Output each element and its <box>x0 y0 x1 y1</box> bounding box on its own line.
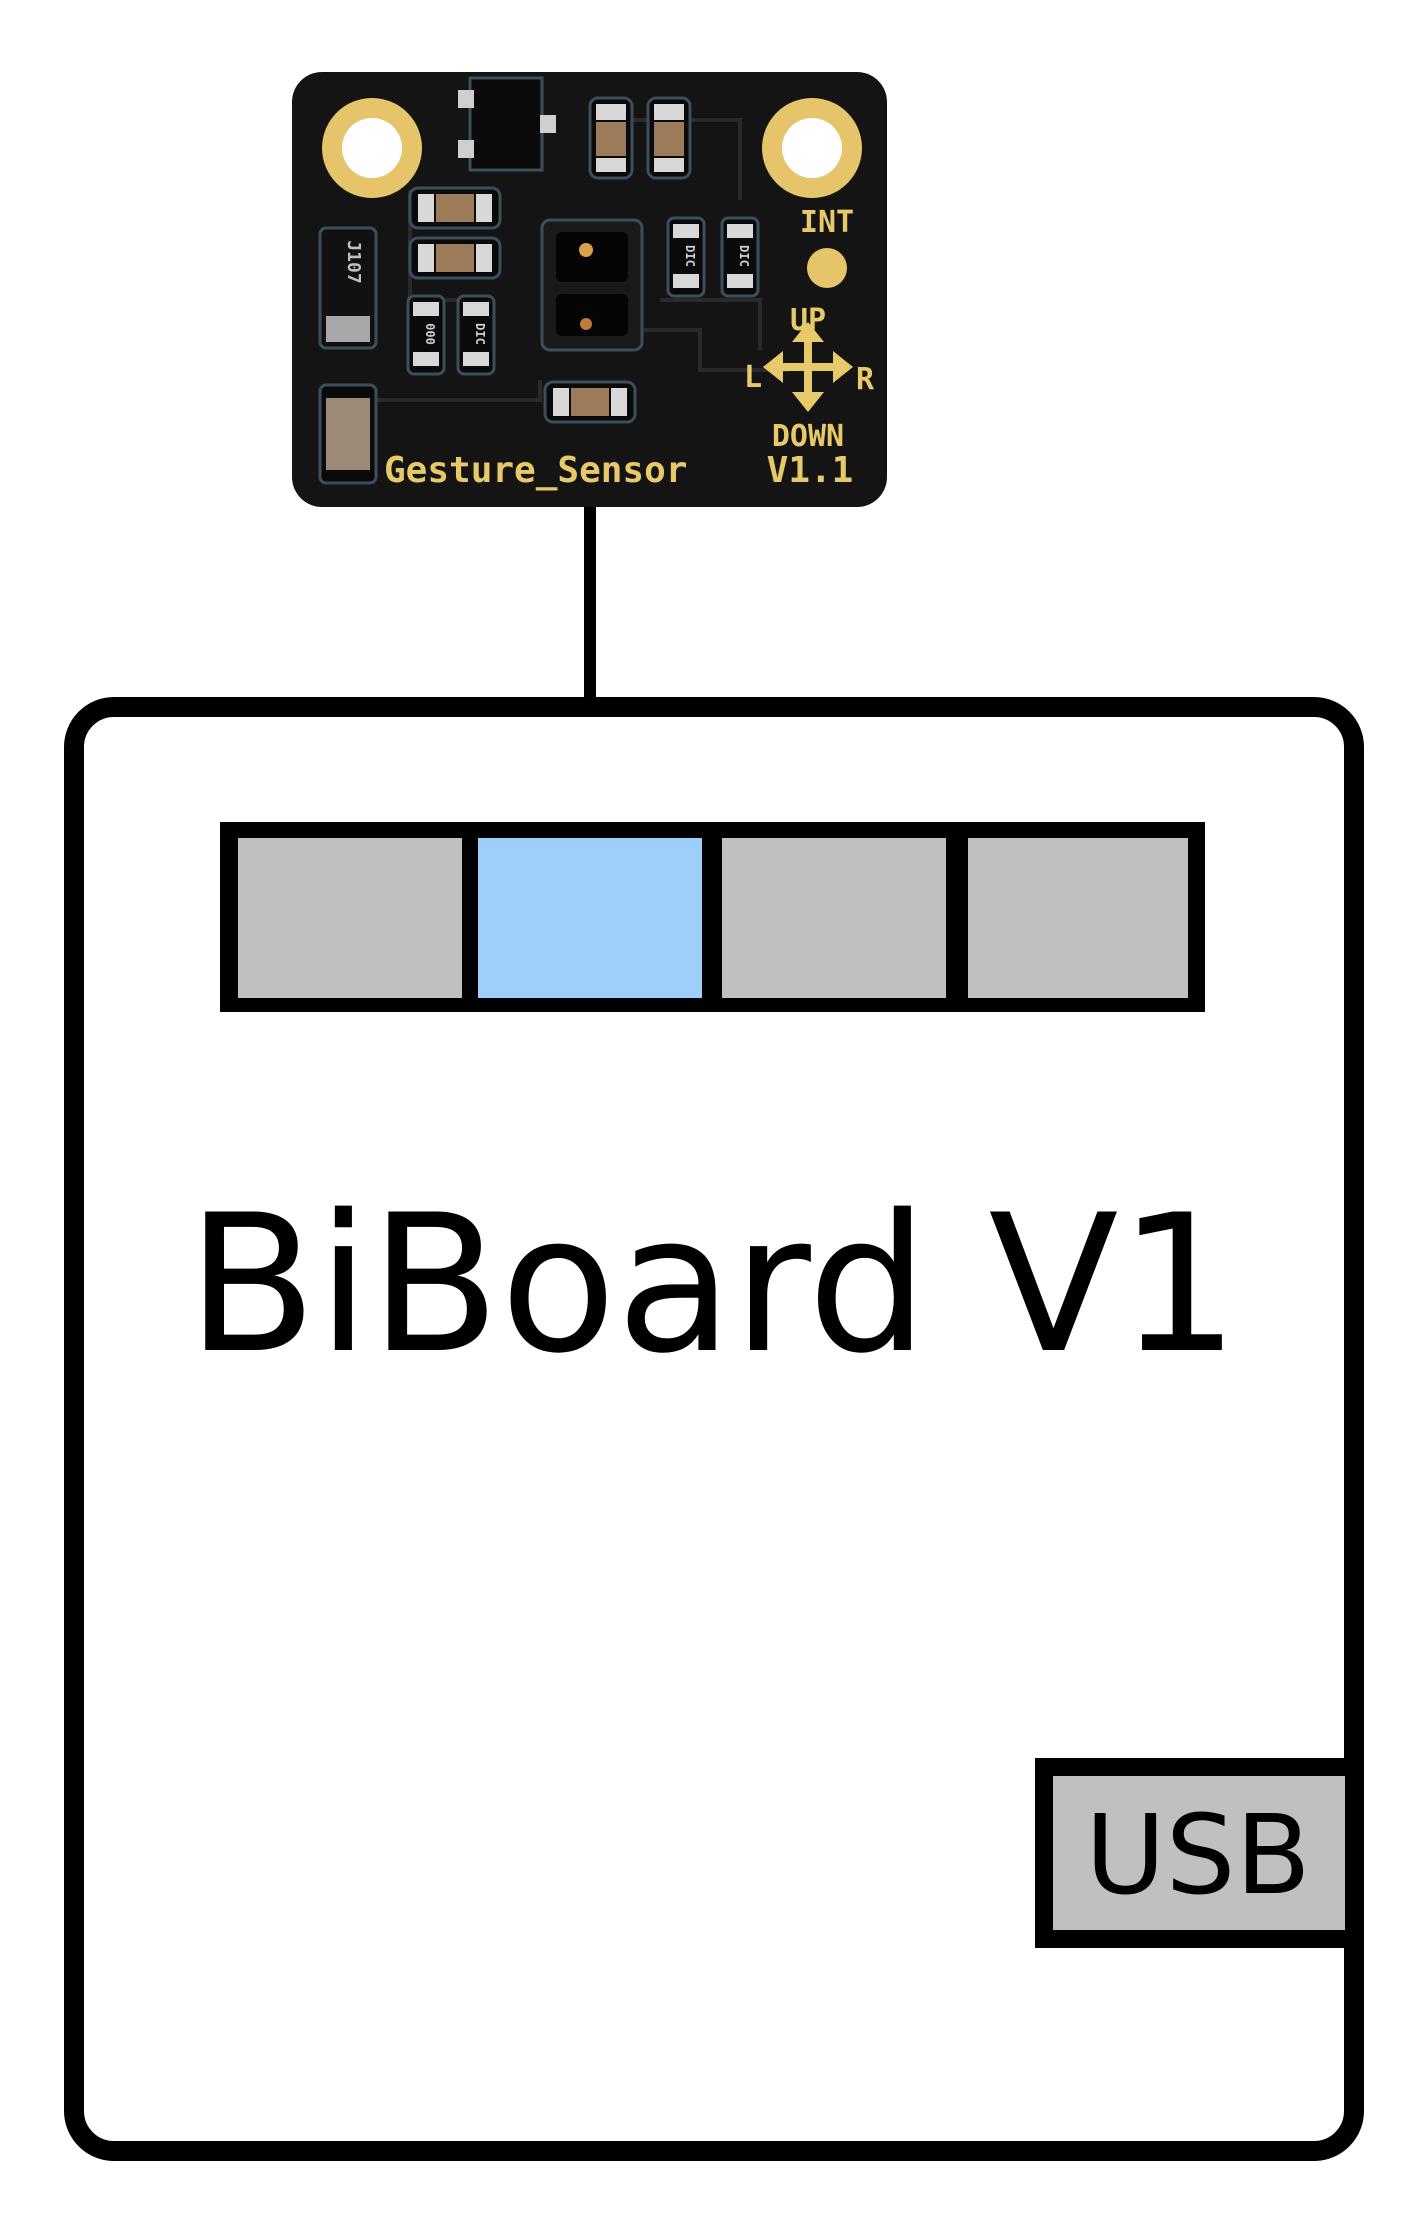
resistor-3-icon: DIC <box>666 216 706 298</box>
usb-label: USB <box>1085 1791 1311 1919</box>
dir-up-label: UP <box>790 303 826 338</box>
inductor-marking: J107 <box>343 240 364 283</box>
capacitor-mid-1-icon <box>408 186 502 230</box>
resistor-1-icon: 000 <box>406 294 446 376</box>
dir-left-label: L <box>744 360 762 395</box>
capacitor-top-1-icon <box>588 96 634 180</box>
port-3[interactable] <box>722 838 946 998</box>
sensor-version-label: V1.1 <box>767 450 854 491</box>
resistor-marking-2: DIC <box>683 245 697 267</box>
sensor-board-label: Gesture_Sensor <box>384 450 687 491</box>
usb-port[interactable]: USB <box>1035 1758 1363 1948</box>
biboard: BiBoard V1 USB <box>64 697 1364 2161</box>
capacitor-large-icon <box>318 383 378 485</box>
board-title: BiBoard V1 <box>187 1174 1240 1395</box>
direction-arrows-icon <box>763 322 853 412</box>
biboard-outline <box>64 697 1364 2161</box>
dir-down-label: DOWN <box>772 419 844 454</box>
port-1[interactable] <box>238 838 462 998</box>
resistor-2-icon: DIC <box>456 294 496 376</box>
gesture-chip-icon <box>540 218 644 352</box>
gesture-sensor-module: J107 000 DIC <box>292 72 887 507</box>
transistor-icon <box>458 76 556 172</box>
int-pad-icon <box>807 248 847 288</box>
resistor-marking-1: DIC <box>473 323 487 345</box>
port-strip <box>220 822 1205 1012</box>
port-4[interactable] <box>968 838 1188 998</box>
resistor-marking-3: DIC <box>737 245 751 267</box>
capacitor-bottom-icon <box>543 380 637 424</box>
resistor-marking-4: 000 <box>423 323 437 345</box>
port-2-connected[interactable] <box>478 838 702 998</box>
mounting-hole-left-icon <box>322 98 422 198</box>
inductor-icon: J107 <box>318 226 378 350</box>
dir-right-label: R <box>856 362 875 397</box>
capacitor-top-2-icon <box>646 96 692 180</box>
mounting-hole-right-icon <box>762 98 862 198</box>
capacitor-mid-2-icon <box>408 236 502 280</box>
int-label: INT <box>800 205 854 240</box>
resistor-4-icon: DIC <box>720 216 760 298</box>
